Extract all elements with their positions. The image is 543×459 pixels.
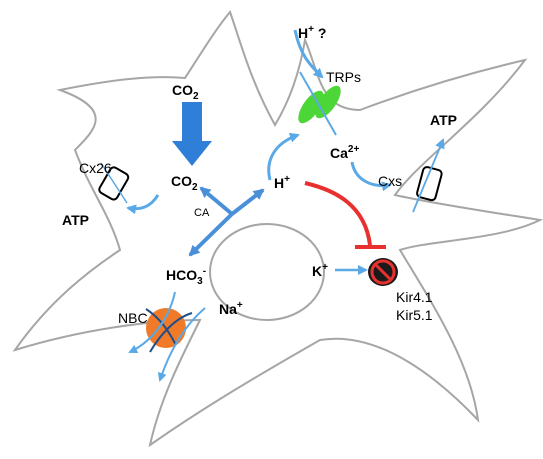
cxs-channel [412, 138, 445, 213]
hco3-nbc-arrow [128, 291, 176, 354]
nucleus [209, 223, 325, 321]
na-plus-label: Na+ [219, 300, 243, 317]
ca-to-cxs-arrow [350, 161, 392, 192]
kir41-label: Kir4.1 [396, 289, 433, 305]
inhibition-line [304, 181, 372, 246]
k-plus-label: K+ [312, 262, 328, 279]
h-to-trp-arrow [267, 132, 300, 181]
nbc-label: NBC [118, 310, 148, 326]
external-h-arrow [293, 29, 324, 79]
carbonic-anhydrase-arrows [188, 186, 265, 257]
co2-entry-arrow [172, 102, 212, 166]
kir-channel [368, 258, 398, 286]
co2-top-label: CO2 [172, 82, 199, 102]
blocked-icon [370, 259, 396, 285]
kir51-label: Kir5.1 [396, 307, 433, 323]
trps-label: TRPs [326, 69, 361, 85]
cx26-label: Cx26 [79, 160, 112, 176]
co2-intracellular-label: CO2 [171, 173, 198, 193]
atp-right-label: ATP [430, 112, 457, 128]
na-nbc-arrow [157, 307, 206, 382]
cell-membrane [12, 10, 543, 448]
trp-channel [298, 71, 341, 136]
cxs-label: Cxs [378, 173, 402, 189]
h-query-label: H+ ? [298, 24, 326, 41]
h-plus-label: H+ [274, 174, 290, 191]
ca-enzyme-label: CA [194, 207, 210, 219]
atp-release-arrow-left [126, 194, 160, 215]
hco3-label: HCO3- [166, 266, 206, 287]
nbc-transporter [145, 308, 193, 353]
cx26-channel [98, 162, 130, 204]
atp-left-label: ATP [62, 212, 89, 228]
ca2-label: Ca2+ [330, 144, 359, 161]
